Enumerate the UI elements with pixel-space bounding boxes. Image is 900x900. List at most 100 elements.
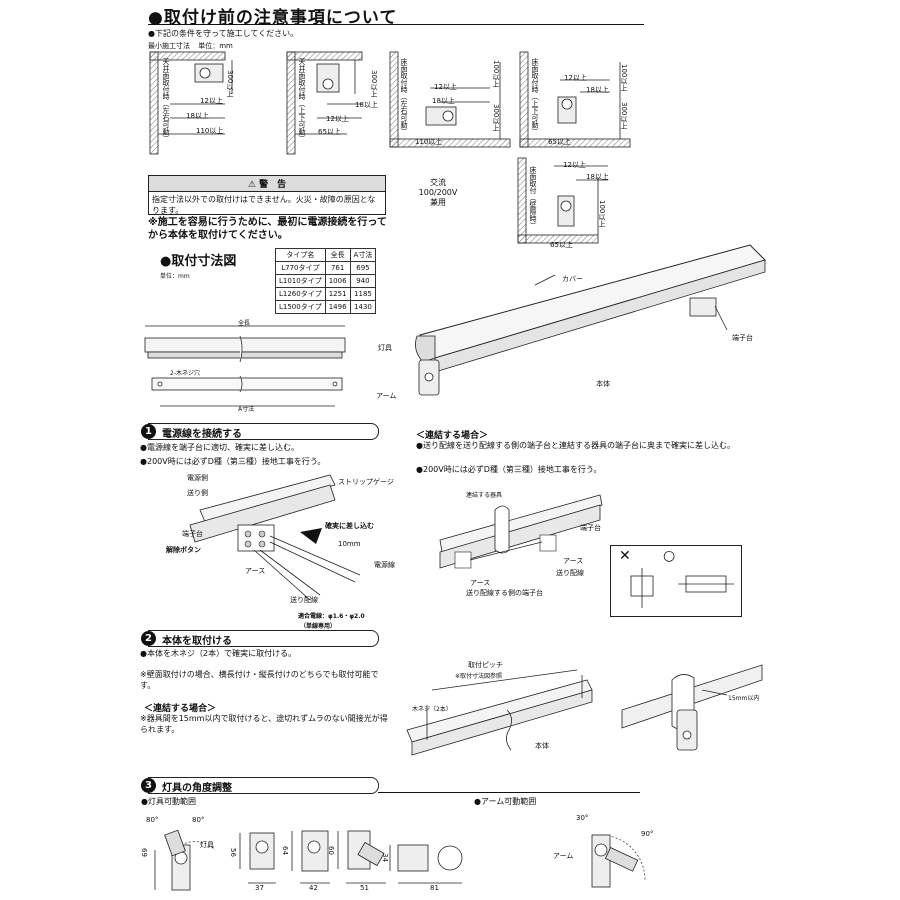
- connect-title: ＜連結する場合＞: [416, 431, 489, 441]
- connect-illustration: [439, 494, 603, 569]
- diagram-floor-wall: [517, 157, 608, 244]
- ceiling-lr-d1: 300以上: [226, 70, 234, 98]
- ceiling-lr-d2: 12以上: [200, 97, 223, 105]
- fixture-cover-label: カバー: [562, 275, 583, 283]
- step2-screw: 木ネジ（2本）: [412, 706, 452, 713]
- fixture-arm-label: アーム: [376, 392, 397, 400]
- connect-feed-terminal: 送り配線する側の端子台: [466, 589, 543, 597]
- dim-title: ●取付寸法図: [160, 254, 237, 269]
- ceiling-lr-d3: 18以上: [186, 112, 209, 120]
- intro-text: ●下記の条件を守って施工してください。: [148, 29, 299, 38]
- connect-bullet1: ●送り配線を送り配線する側の端子台と連結する器具の端子台に奥まで確実に差し込む。: [416, 441, 735, 450]
- example3-w51: 51: [360, 884, 369, 892]
- floor-ud-d3: 100以上: [620, 64, 628, 92]
- mount-illustration: [406, 669, 593, 756]
- floor-lr-d2: 18以上: [432, 97, 455, 105]
- lamp-range-label: ●灯具可動範囲: [141, 797, 196, 806]
- lamp-label: 灯具: [200, 841, 214, 849]
- ng-mark: ✕: [619, 548, 631, 564]
- connect-feed: 送り配線: [556, 569, 584, 577]
- table-row: L1010タイプ 1006 940: [275, 274, 377, 288]
- example2-w42: 42: [309, 884, 318, 892]
- power-spec: 交流 100/200V 兼用: [418, 178, 458, 207]
- angle-examples: [239, 830, 463, 884]
- floor-lr-d1: 12以上: [434, 83, 457, 91]
- step1-bullet1: ●電源線を端子台に適切、確実に差し込む。: [140, 443, 299, 452]
- step3-rule: [378, 792, 640, 793]
- floor-ud-d1: 12以上: [564, 74, 587, 82]
- example4-h34: 34: [381, 853, 389, 862]
- floor-lr-d5: 110以上: [415, 138, 443, 146]
- step2-pitch: 取付ピッチ: [468, 661, 503, 669]
- ceiling-lr-d4: 110以上: [196, 127, 224, 135]
- terminal-illustration: [189, 474, 361, 601]
- step1-power-side: 電源側: [187, 474, 208, 482]
- floor-lr-d3: 100以上: [492, 60, 500, 88]
- spec-table-header: タイプ名 全長 A寸法: [275, 248, 377, 262]
- warning-heading: ⚠ 警 告: [149, 176, 385, 192]
- floor-lr-d4: 300以上: [492, 104, 500, 132]
- step1-insert: 確実に差し込む: [325, 522, 374, 530]
- table-row: L1260タイプ 1251 1185: [275, 287, 377, 301]
- connect-fixture: 連結する器具: [466, 492, 503, 499]
- example4-w81: 81: [430, 884, 439, 892]
- step2-connect-title: ＜連結する場合＞: [144, 704, 217, 714]
- floor-ud-d2: 18以上: [586, 86, 609, 94]
- fixture-lamp-label: 灯具: [378, 344, 392, 352]
- floor-ud-d5: 65以上: [548, 138, 571, 146]
- diagram-ceiling-lr: [149, 51, 233, 155]
- spec-table: タイプ名 全長 A寸法 L770タイプ 761 695 L1010タイプ 100…: [275, 248, 377, 314]
- step1-strip-gauge: ストリップゲージ: [338, 478, 394, 486]
- dim-total-label: 全長: [238, 320, 251, 327]
- power-first-note: ※施工を容易に行うために、最初に電源接続を行ってから本体を取付けてください。: [148, 217, 387, 241]
- step2-title: 本体を取付ける: [162, 636, 232, 647]
- ceiling-ud-label: 天井面取付時（上下可動）: [298, 58, 306, 142]
- floor-wall-d2: 18以上: [586, 173, 609, 181]
- connect-earth2: アース: [470, 579, 491, 587]
- connect-terminal: 端子台: [580, 524, 601, 532]
- step2-connect-note: ※器具間を15mm以内で取付けると、途切れずムラのない間接光が得られます。: [140, 714, 388, 734]
- step2-within: 15mm以内: [728, 695, 760, 702]
- warning-box: ⚠ 警 告 指定寸法以外での取付けはできません。火災・故障の原因となります。: [148, 175, 386, 215]
- floor-wall-label: 床面取付（壁際時）: [529, 166, 537, 229]
- warning-body: 指定寸法以外での取付けはできません。火災・故障の原因となります。: [152, 195, 376, 215]
- fixture-illustration: [415, 244, 766, 396]
- connect-bullet2: ●200V時には必ずD種（第三種）接地工事を行う。: [416, 465, 602, 474]
- ceiling-ud-d4: 65以上: [318, 128, 341, 136]
- step1-single-wire: （単線専用）: [300, 623, 337, 630]
- step2-body: 本体: [535, 742, 549, 750]
- lamp-range-diagram: [154, 829, 216, 891]
- ng-ok-wiring: [630, 568, 734, 608]
- dim-screw-label: 2-木ネジ穴: [170, 370, 200, 377]
- floor-ud-label: 床面取付時（上下可動）: [531, 58, 539, 135]
- floor-wall-d4: 65以上: [550, 241, 573, 249]
- floor-ud-d4: 300以上: [620, 102, 628, 130]
- ng-ok-box: ✕ ○: [610, 545, 742, 617]
- step3-bar: [148, 777, 379, 794]
- ok-mark: ○: [663, 548, 676, 564]
- step1-bullet2: ●200V時には必ずD種（第三種）接地工事を行う。: [140, 457, 326, 466]
- page-title: ●取付け前の注意事項について: [148, 8, 398, 28]
- example3-h60: 60: [327, 846, 335, 855]
- dim-a-label: A寸法: [238, 406, 255, 413]
- lamp-angle-right: 80°: [192, 816, 205, 824]
- step1-release-button: 解除ボタン: [166, 546, 201, 554]
- step1-wire-spec: 適合電線：φ1.6・φ2.0: [298, 613, 365, 620]
- arm-range-label: ●アーム可動範囲: [474, 797, 537, 806]
- arm-label: アーム: [553, 852, 574, 860]
- ceiling-lr-label: 天井面取付時（左右可動）: [162, 58, 170, 142]
- diagram-ceiling-ud: [286, 51, 363, 155]
- lamp-h69: 69: [140, 848, 148, 857]
- table-row: L770タイプ 761 695: [275, 261, 377, 275]
- ceiling-ud-d3: 12以上: [326, 115, 349, 123]
- arm-angle-90: 90°: [641, 830, 654, 838]
- example2-h64: 64: [281, 846, 289, 855]
- step1-bar: [148, 423, 379, 440]
- arm-range-diagram: [591, 834, 646, 888]
- example1-h56: 56: [229, 848, 237, 857]
- floor-wall-d3: 100以上: [598, 200, 606, 228]
- ceiling-ud-d1: 300以上: [370, 70, 378, 98]
- arm-angle-30: 30°: [576, 814, 589, 822]
- fixture-terminal-label: 端子台: [732, 334, 753, 342]
- dimension-drawing: [144, 325, 346, 407]
